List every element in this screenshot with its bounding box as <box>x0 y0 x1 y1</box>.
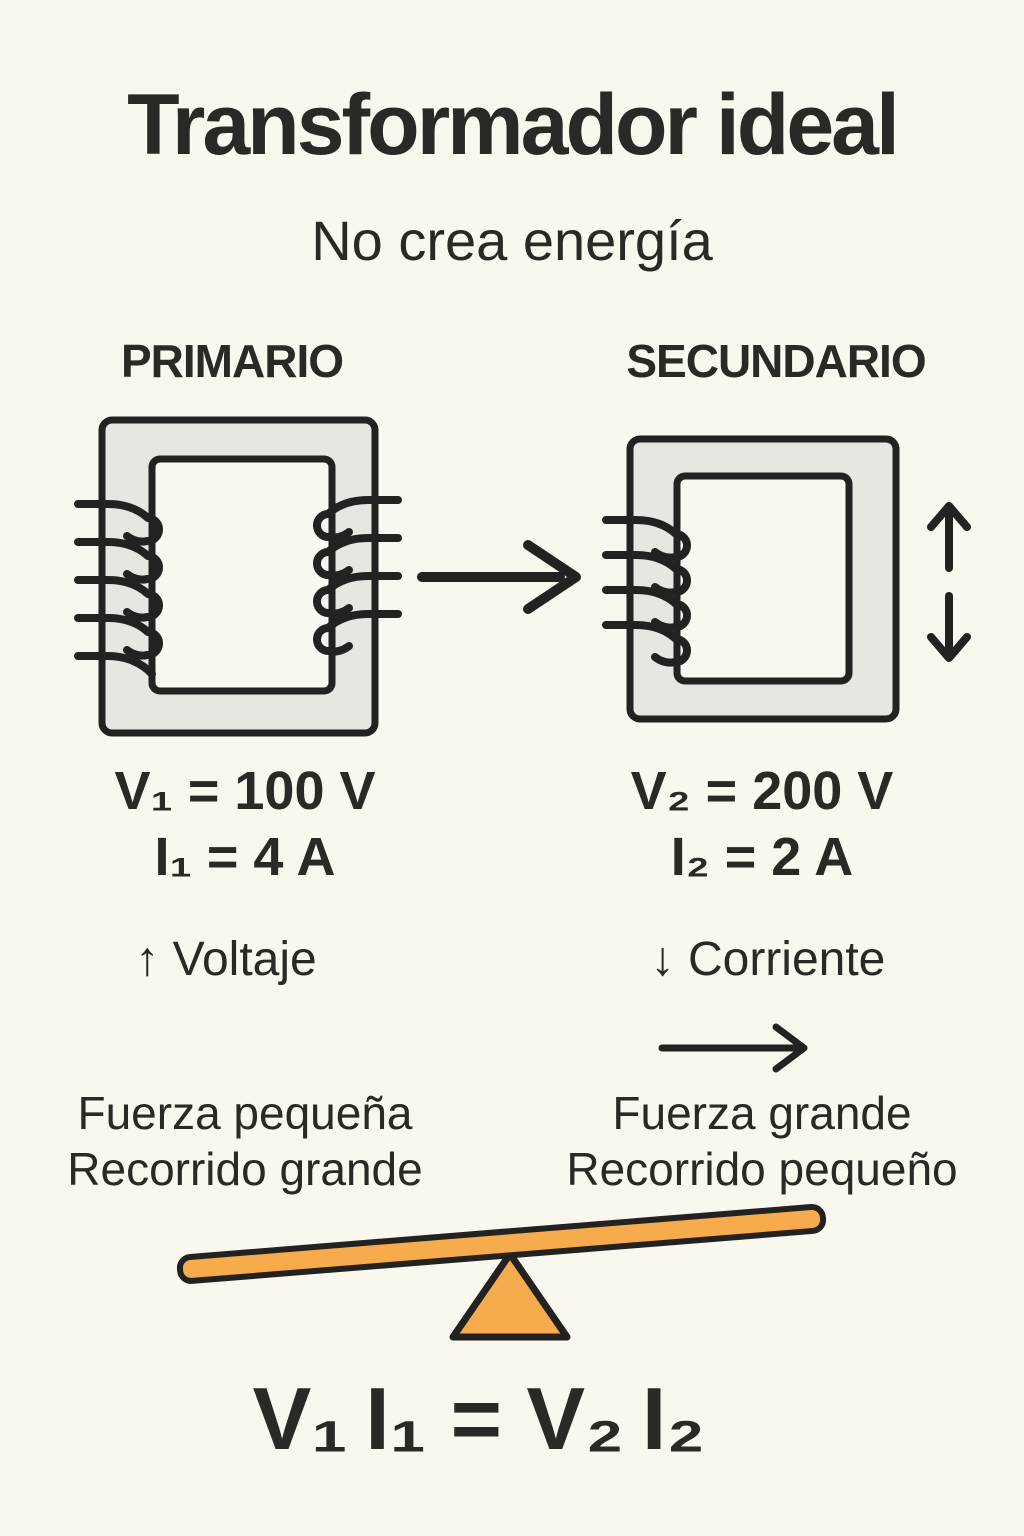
primary-label: PRIMARIO <box>121 335 344 387</box>
seesaw-beam <box>176 1203 827 1284</box>
primary-coil-left <box>74 500 163 678</box>
page-subtitle: No crea energía <box>311 209 713 272</box>
seesaw <box>176 1203 827 1341</box>
primary-force-line2: Recorrido grande <box>67 1143 423 1195</box>
secondary-label: SECUNDARIO <box>626 335 926 387</box>
down-arrow-icon <box>927 592 971 662</box>
page-title: Transformador ideal <box>127 77 900 173</box>
secondary-force-line1: Fuerza grande <box>612 1087 912 1139</box>
secondary-current: I₂ = 2 A <box>670 827 854 887</box>
current-arrow-icon <box>658 1023 808 1073</box>
secondary-coil <box>602 516 691 667</box>
secondary-note: ↓ Corriente <box>650 933 886 986</box>
primary-core <box>98 416 379 737</box>
up-arrow-icon <box>927 502 971 572</box>
primary-coil-right <box>313 496 402 656</box>
secondary-force-line2: Recorrido pequeño <box>566 1143 958 1195</box>
right-arrow-icon <box>417 540 581 614</box>
power-formula: V₁ I₁ = V₂ I₂ <box>252 1369 706 1468</box>
primary-current: I₁ = 4 A <box>154 827 336 887</box>
primary-force-line1: Fuerza pequeña <box>77 1087 413 1139</box>
seesaw-fulcrum <box>449 1250 571 1341</box>
secondary-core <box>626 435 900 723</box>
secondary-voltage: V₂ = 200 V <box>630 761 894 821</box>
primary-note: ↑ Voltaje <box>135 933 317 986</box>
primary-voltage: V₁ = 100 V <box>114 761 376 821</box>
